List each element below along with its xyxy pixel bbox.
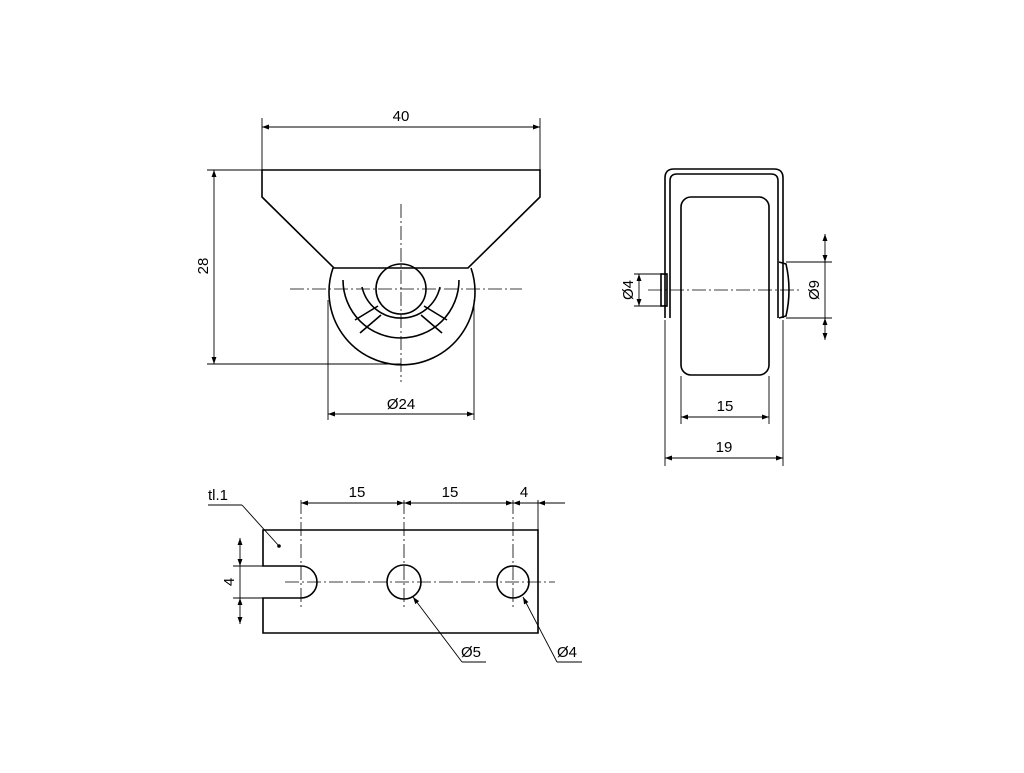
hole-large-label: Ø5 (461, 644, 481, 661)
wheel-spoke (359, 314, 382, 334)
side-view: Ø4 Ø9 15 19 (620, 168, 832, 466)
plate-view: 15 15 4 4 tl.1 Ø5 Ø4 (208, 484, 582, 663)
dim-overall-width-label: 19 (716, 439, 733, 456)
wheel-outline (328, 267, 476, 366)
thickness-leader-dot (277, 544, 281, 548)
side-wheel (680, 196, 770, 376)
dim-hub-diameter-label: Ø9 (806, 280, 823, 300)
dim-wheel-diameter-label: Ø24 (387, 396, 415, 413)
side-bracket-outer (664, 168, 784, 318)
hole-small-label: Ø4 (557, 644, 577, 661)
dim-edge-offset-label: 4 (520, 484, 528, 501)
side-bracket-inner (669, 173, 779, 318)
wheel-spoke (420, 314, 443, 334)
dim-slot-width-label: 4 (221, 578, 238, 586)
hole-large-leader (412, 596, 463, 663)
hole-small-leader (522, 596, 558, 663)
thickness-label: tl.1 (208, 487, 228, 504)
front-view: 40 28 Ø24 (195, 108, 541, 420)
dim-front-width-label: 40 (393, 108, 410, 125)
dim-spacing-2-label: 15 (442, 484, 459, 501)
dim-front-height-label: 28 (195, 258, 212, 275)
dim-spacing-1-label: 15 (349, 484, 366, 501)
dim-wheel-width-label: 15 (717, 398, 734, 415)
dim-axle-diameter-label: Ø4 (620, 280, 637, 300)
plate-outline (262, 529, 539, 634)
thickness-leader-diag (241, 504, 280, 547)
